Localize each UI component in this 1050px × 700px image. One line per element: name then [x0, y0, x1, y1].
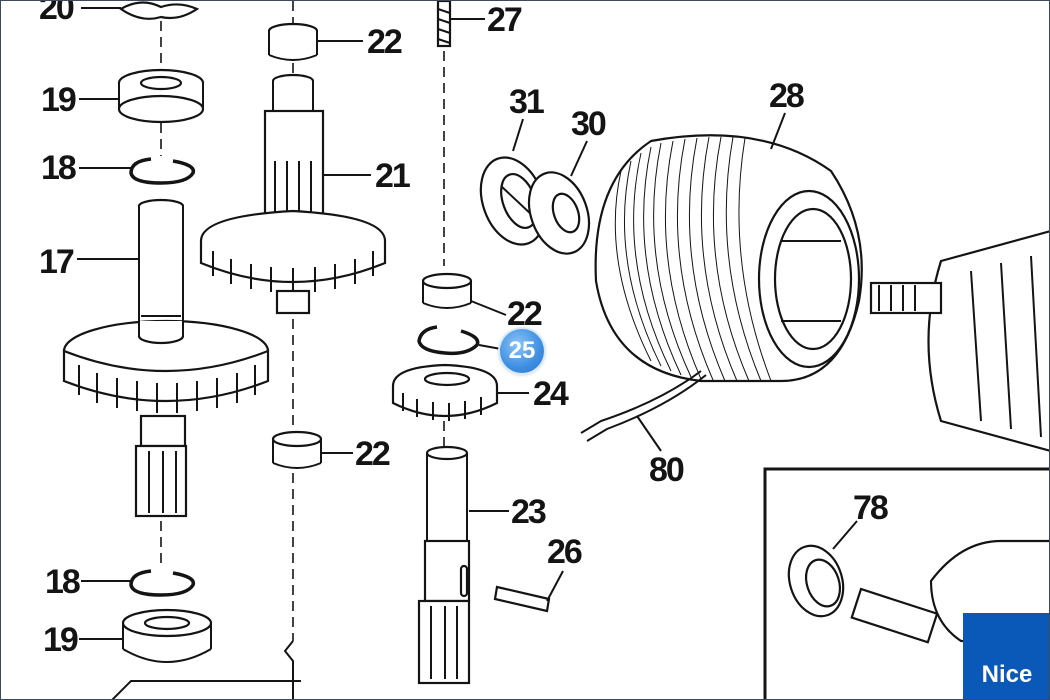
part-80-wires[interactable] [580, 370, 707, 442]
part-17-shaft[interactable] [137, 198, 185, 326]
part-18-bottom-circlip[interactable] [129, 569, 196, 597]
callout-28: 28 [769, 77, 804, 115]
callout-24: 24 [533, 375, 569, 413]
callout-80: 80 [649, 451, 684, 489]
part-18-top-circlip[interactable] [129, 157, 196, 185]
callout-21: 21 [375, 157, 410, 195]
part-28-stator[interactable] [594, 134, 863, 383]
callout-22-top: 22 [367, 23, 402, 61]
callout-19-bottom: 19 [43, 621, 78, 659]
part-22-lower-bushing[interactable] [271, 430, 323, 469]
part-27-screw[interactable] [436, 1, 452, 48]
callout-22-mid: 22 [507, 295, 542, 333]
nice-brand-logo: Nice [963, 613, 1049, 699]
leader-lines [77, 7, 858, 640]
part-21-gear[interactable] [199, 209, 387, 315]
part-25-circlip[interactable] [417, 325, 480, 356]
callout-19-top: 19 [41, 81, 76, 119]
part-22-mid-bushing[interactable] [421, 272, 473, 309]
callout-27: 27 [487, 1, 522, 39]
callout-26: 26 [547, 533, 582, 571]
callout-23: 23 [511, 493, 546, 531]
callout-78: 78 [853, 489, 888, 527]
part-17-lower-spline[interactable] [134, 414, 188, 518]
part-19-top-bearing[interactable] [117, 68, 205, 124]
callout-18-top: 18 [41, 149, 76, 187]
part-31-bearing[interactable] [469, 148, 556, 253]
part-78-seal[interactable] [780, 539, 852, 624]
callout-18-bottom: 18 [45, 563, 80, 601]
callout-31: 31 [509, 83, 544, 121]
part-17-gear[interactable] [62, 319, 270, 413]
part-19-bottom-bearing[interactable] [121, 608, 213, 663]
inset-detail-box [763, 467, 1049, 699]
callout-22-bottom: 22 [355, 435, 390, 473]
callout-17: 17 [39, 243, 74, 281]
part-22-top-bushing[interactable] [267, 22, 319, 61]
part-24-gear[interactable] [391, 363, 499, 421]
part-30-bearing[interactable] [518, 164, 599, 262]
part-26-pin[interactable] [493, 585, 551, 613]
callout-30: 30 [571, 105, 606, 143]
hotspot-25-marker[interactable]: 25 [500, 329, 544, 373]
part-rotor[interactable] [869, 230, 1050, 452]
part-23-shaft[interactable] [417, 445, 471, 685]
callout-20: 20 [39, 1, 74, 27]
part-20-plate[interactable] [118, 1, 200, 20]
